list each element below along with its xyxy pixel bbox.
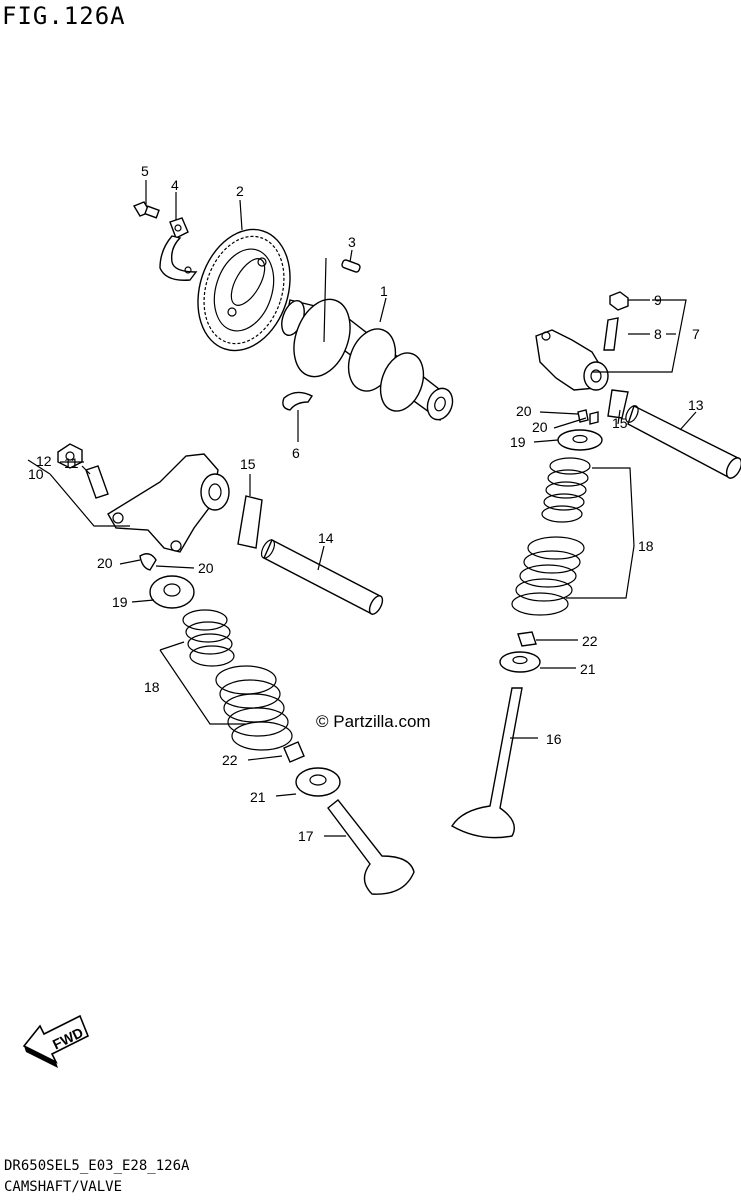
callout-9: 9 [654,292,662,308]
forward-arrow-icon: FWD [22,1014,90,1068]
copyright-icon: © [316,712,329,731]
callout-19-left: 19 [112,594,128,610]
lock-nut-right [609,291,629,311]
callout-labels: 1 2 3 4 5 6 7 8 9 10 11 12 13 14 15 15 1… [28,163,704,844]
spring-seat-right [499,651,541,673]
chain-guide-bracket [159,217,198,281]
rocker-shaft-right [625,405,741,479]
valve-spring-inner-right [541,457,591,523]
callout-2: 2 [236,183,244,199]
figure-name: CAMSHAFT/VALVE [4,1179,123,1195]
adjusting-screw-left [85,465,109,499]
spring-seat-left [295,767,341,797]
circlip [282,391,314,411]
callout-18-left: 18 [144,679,160,695]
callout-22-left: 22 [222,752,238,768]
stem-seal-left [283,741,305,763]
callout-15-left: 15 [240,456,256,472]
callout-1: 1 [380,283,388,299]
callout-22-right: 22 [582,633,598,649]
wave-washer-right [607,389,629,419]
callout-19-right: 19 [510,434,526,450]
callout-12: 12 [36,453,52,469]
callout-11: 11 [64,455,79,471]
watermark-text: Partzilla.com [333,712,431,731]
leader-lines [27,180,697,837]
callout-20-right-a: 20 [516,403,532,419]
valve-cotter-right [577,409,599,425]
callout-13: 13 [688,397,704,413]
callout-14: 14 [318,530,334,546]
cam-sprocket [197,228,291,352]
callout-6: 6 [292,445,300,461]
valve-cotter-left [139,553,157,571]
rocker-arm-left [107,453,230,553]
wave-washer-left [237,495,263,549]
valve-spring-inner-left [182,609,235,667]
adjusting-screw-right [603,317,619,351]
callout-3: 3 [348,234,356,250]
intake-valve [327,799,415,895]
callout-20-left-b: 20 [198,560,214,576]
callout-7: 7 [692,326,700,342]
watermark: © Partzilla.com [316,712,431,732]
figure-code: DR650SEL5_E03_E28_126A [4,1158,190,1174]
callout-17: 17 [298,828,314,844]
exhaust-valve [451,687,523,839]
dowel-pin [341,259,361,273]
camshaft [281,298,454,422]
callout-20-left-a: 20 [97,555,113,571]
valve-spring-outer-right [511,536,585,616]
callout-21-right: 21 [580,661,596,677]
callout-16: 16 [546,731,562,747]
callout-18-right: 18 [638,538,654,554]
callout-5: 5 [141,163,149,179]
callout-15-right: 15 [612,415,628,431]
callout-21-left: 21 [250,789,266,805]
spring-retainer-left [149,575,195,609]
rocker-arm-right [535,329,609,391]
callout-4: 4 [171,177,179,193]
callout-20-right-b: 20 [532,419,548,435]
stem-seal-right [517,631,537,647]
valve-spring-outer-left [215,665,293,751]
rocker-shaft-left [260,539,384,615]
spring-retainer-right [557,429,603,451]
callout-10: 10 [28,466,44,482]
figure-title: FIG.126A [2,2,126,30]
callout-8: 8 [654,326,662,342]
